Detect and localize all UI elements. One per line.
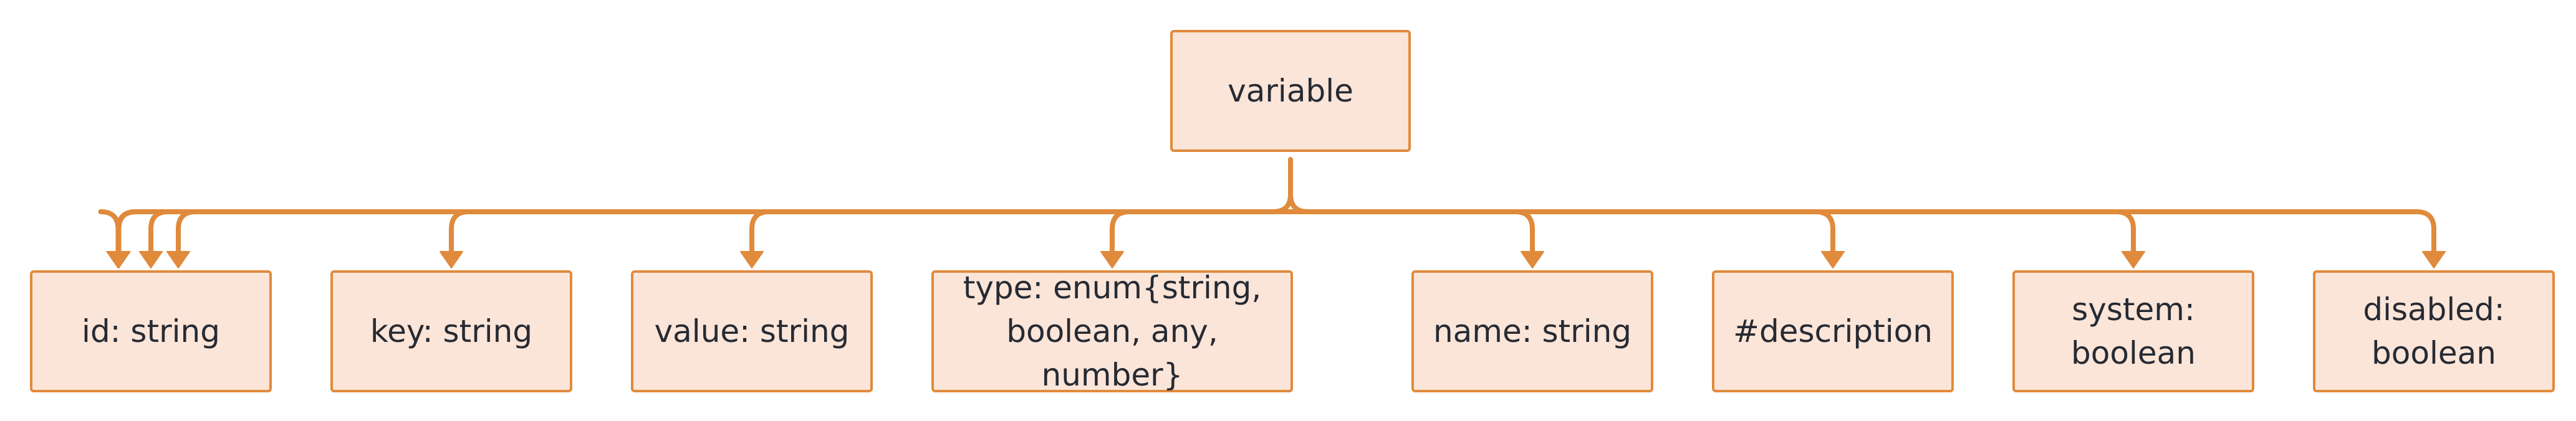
child-node-label: system: boolean (2071, 291, 2196, 371)
branch-line (1813, 209, 1835, 259)
child-node-label: key: string (370, 313, 533, 349)
child-node-label: #description (1733, 313, 1933, 349)
branch-connectors (98, 209, 2446, 268)
child-node-key: key: string (330, 270, 572, 392)
child-node-label: id: string (82, 313, 220, 349)
child-node-value: value: string (631, 270, 873, 392)
child-node-label: disabled: boolean (2363, 291, 2505, 371)
branch-line (148, 209, 171, 259)
arrowhead-icon (166, 251, 190, 268)
arrowhead-icon (139, 251, 163, 268)
arrowhead-icon (440, 251, 463, 268)
root-node-variable: variable (1170, 30, 1411, 152)
branch-line (2414, 209, 2436, 259)
child-node-id: id: string (30, 270, 272, 392)
arrowhead-icon (1521, 251, 1544, 268)
arrowhead-icon (2122, 251, 2145, 268)
branch-line (1110, 209, 1132, 259)
child-node-system: system: boolean (2012, 270, 2254, 392)
root-connector (1271, 157, 1310, 214)
child-node-description: #description (1712, 270, 1954, 392)
child-node-label: value: string (654, 313, 850, 349)
arrowhead-icon (740, 251, 764, 268)
branch-line (749, 209, 772, 259)
arrowhead-icon (1821, 251, 1845, 268)
arrowhead-icon (1100, 251, 1124, 268)
arrowhead-icon (106, 251, 130, 268)
child-node-label: name: string (1433, 313, 1632, 349)
branch-line (98, 209, 121, 259)
branch-line (2113, 209, 2136, 259)
arrowhead-icon (2422, 251, 2446, 268)
branch-line (449, 209, 471, 259)
branch-line (1512, 209, 1535, 259)
child-node-name: name: string (1411, 270, 1653, 392)
child-node-type: type: enum{string, boolean, any, number} (931, 270, 1293, 393)
root-node-label: variable (1228, 73, 1353, 109)
child-node-disabled: disabled: boolean (2313, 270, 2555, 392)
branch-line (176, 209, 198, 259)
child-node-label: type: enum{string, boolean, any, number} (963, 270, 1262, 393)
